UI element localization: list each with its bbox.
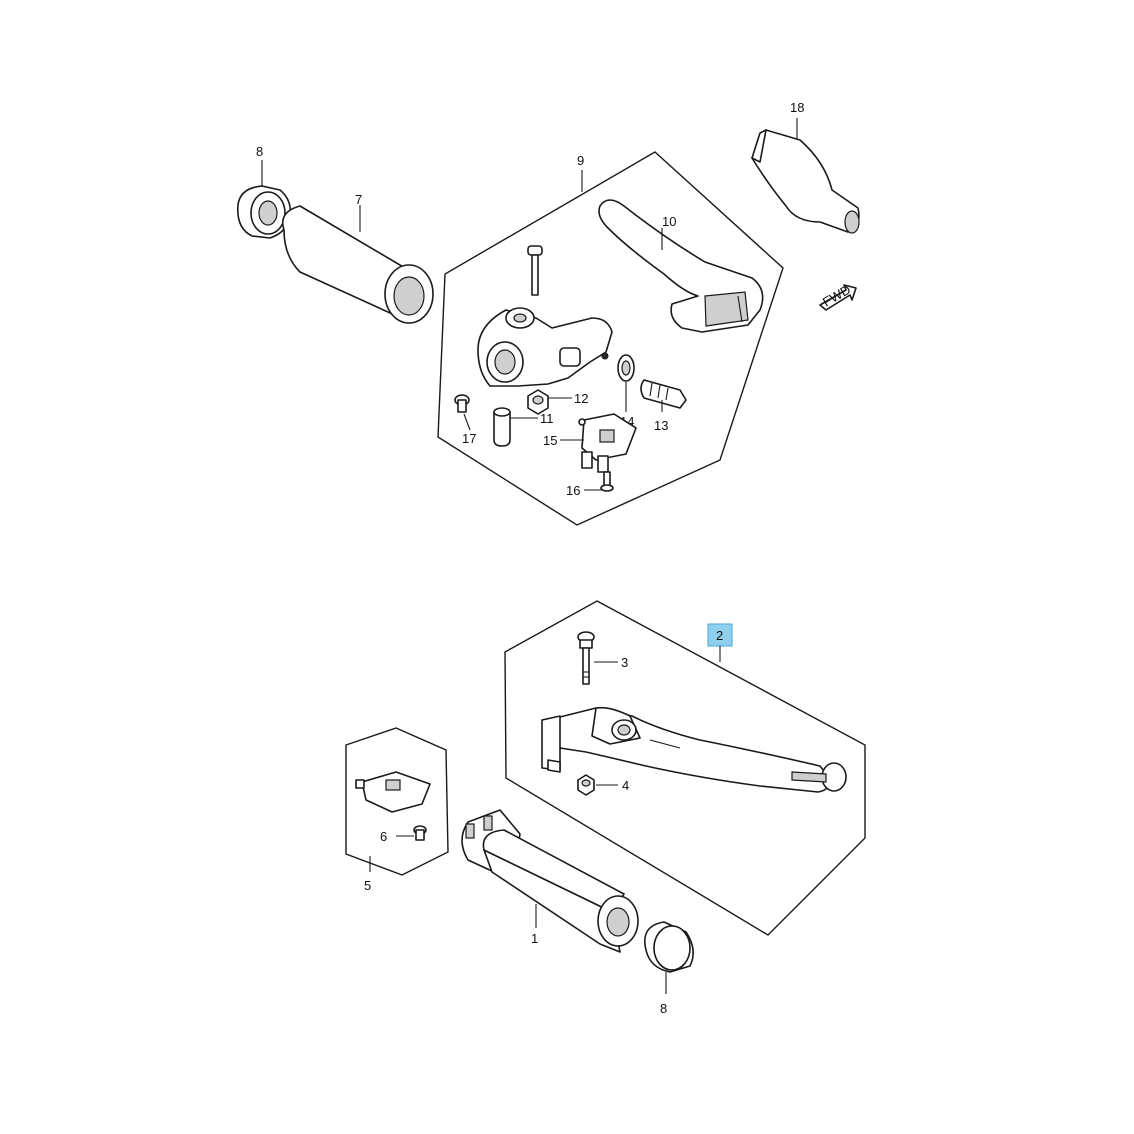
label-9: 9 <box>577 153 584 168</box>
label-16: 16 <box>566 483 580 498</box>
label-17: 17 <box>462 431 476 446</box>
lever-kit-outline <box>504 600 866 936</box>
screw-17 <box>454 394 470 413</box>
label-18: 18 <box>790 100 804 115</box>
lever-holder <box>477 307 613 387</box>
label-1: 1 <box>531 931 538 946</box>
label-7: 7 <box>355 192 362 207</box>
clutch-lever <box>598 199 764 333</box>
label-8-top: 8 <box>256 144 263 159</box>
cable-adjuster <box>640 379 687 409</box>
label-8-bottom: 8 <box>660 1001 667 1016</box>
brake-switch <box>355 771 431 813</box>
bar-end-weight-top <box>236 185 292 239</box>
grip-left <box>281 205 434 324</box>
label-13: 13 <box>654 418 668 433</box>
clutch-switch <box>578 413 637 473</box>
label-3: 3 <box>621 655 628 670</box>
lever-holder-kit-outline <box>437 151 784 526</box>
label-15: 15 <box>543 433 557 448</box>
label-10: 10 <box>662 214 676 229</box>
screw-6 <box>413 825 427 841</box>
throttle-grip <box>461 809 639 953</box>
nut-4 <box>577 774 595 796</box>
label-5: 5 <box>364 878 371 893</box>
cable-boot <box>751 129 860 234</box>
label-2: 2 <box>716 628 723 643</box>
switch-kit-outline <box>345 727 449 876</box>
label-12: 12 <box>574 391 588 406</box>
label-11: 11 <box>540 411 554 426</box>
label-4: 4 <box>622 778 629 793</box>
nut-12 <box>527 389 549 415</box>
forward-direction-arrow: FWD <box>819 282 857 311</box>
label-6: 6 <box>380 829 387 844</box>
pivot-bolt <box>577 631 595 685</box>
adjuster-wheel <box>617 354 635 382</box>
bar-end-cap-bottom <box>644 921 694 973</box>
pivot-bolt-top <box>527 245 543 296</box>
screw-16 <box>600 471 614 492</box>
folding-lever <box>541 706 847 793</box>
collar-11 <box>493 407 511 447</box>
